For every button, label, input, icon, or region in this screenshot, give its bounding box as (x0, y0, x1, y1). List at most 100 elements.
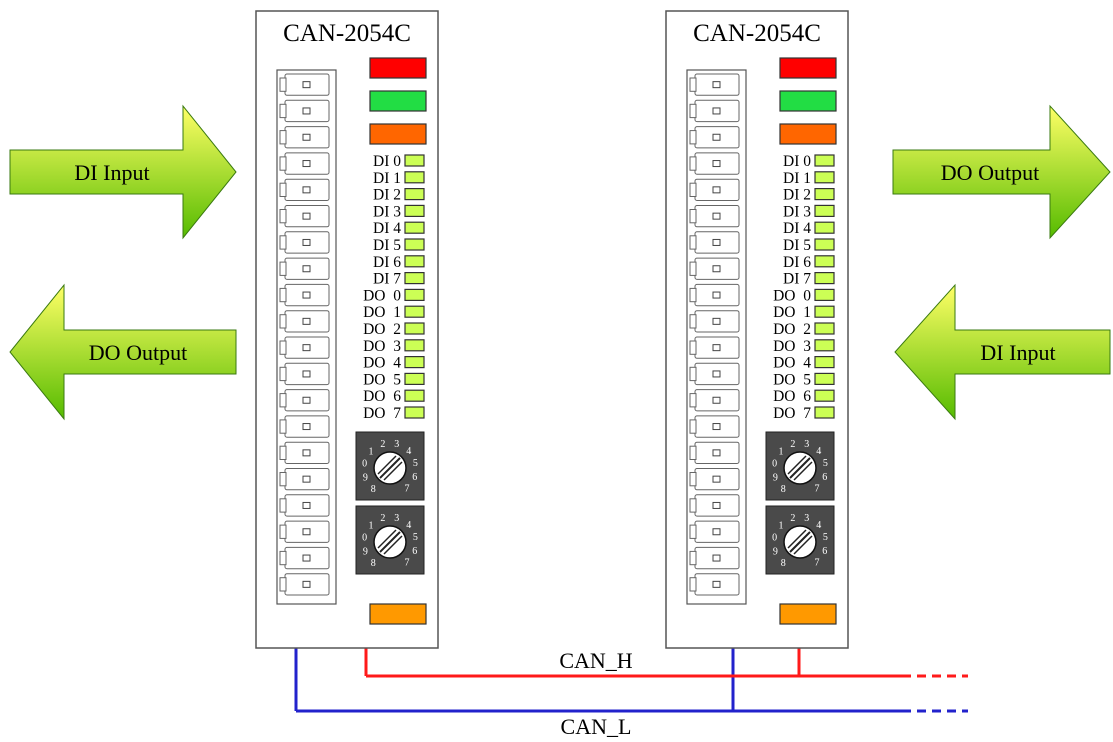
terminal-slot (689, 520, 740, 543)
io-led-label: DI 3 (373, 203, 401, 220)
error-led (369, 123, 427, 145)
arrow-di-input-right: DI Input (894, 283, 1111, 421)
terminal-slot (689, 99, 740, 123)
terminal-slot (279, 415, 330, 438)
io-led-label: DI 6 (373, 254, 401, 271)
arrow-di-input-left: DI Input (9, 104, 237, 240)
io-led (404, 339, 425, 352)
io-indicator: DI 6 (783, 254, 835, 271)
io-led (404, 305, 425, 318)
switch-digit: 7 (405, 558, 410, 569)
io-indicator: DI 0 (373, 153, 425, 170)
run-led (369, 90, 427, 112)
terminal-slots (689, 73, 740, 596)
terminal-slots (279, 73, 330, 596)
arrow-shape (9, 283, 237, 421)
io-led (404, 171, 425, 184)
io-led (814, 154, 835, 167)
switch-digit: 2 (790, 439, 795, 450)
io-indicator: DO 1 (363, 304, 425, 321)
switch-digit: 9 (363, 546, 368, 557)
io-led (814, 356, 835, 369)
io-led (814, 372, 835, 385)
io-led-label: DI 7 (783, 271, 811, 288)
io-indicator: DI 4 (783, 220, 835, 237)
io-indicator: DO 4 (363, 355, 425, 372)
io-led-label: DO 4 (773, 355, 811, 372)
switch-digit: 6 (822, 546, 827, 557)
terminal-slot (279, 494, 330, 517)
switch-digit: 7 (815, 484, 820, 495)
error-led (779, 123, 837, 145)
switch-digit: 1 (778, 520, 783, 531)
terminal-slot (689, 178, 740, 201)
io-led-label: DI 3 (783, 203, 811, 220)
terminal-slot (279, 546, 330, 570)
io-led-label: DO 3 (363, 338, 401, 355)
io-led (404, 255, 425, 268)
io-led (814, 406, 835, 419)
terminal-slot (279, 362, 330, 386)
io-indicator: DO 4 (773, 355, 835, 372)
io-led-label: DO 1 (363, 304, 401, 321)
terminal-slot (689, 126, 740, 149)
io-led (814, 339, 835, 352)
io-led-label: DO 5 (773, 371, 811, 388)
terminal-slot (279, 73, 330, 96)
io-indicator: DI 2 (373, 187, 425, 204)
io-indicator: DI 6 (373, 254, 425, 271)
io-led-label: DO 2 (363, 321, 401, 338)
can-bus: CAN_H CAN_L (294, 648, 968, 739)
status-led-bottom (779, 603, 837, 625)
io-led-label: DI 0 (373, 153, 401, 170)
terminal-slot (279, 231, 330, 254)
power-led (369, 57, 427, 79)
switch-digit: 0 (362, 533, 367, 544)
switch-digit: 0 (772, 533, 777, 544)
io-led-label: DO 6 (773, 388, 811, 405)
terminal-slot (689, 573, 740, 596)
io-led (404, 204, 425, 217)
can-h-label: CAN_H (559, 648, 632, 673)
arrow-shape (9, 104, 237, 240)
io-led-label: DO 7 (363, 405, 401, 422)
io-led-label: DO 1 (773, 304, 811, 321)
arrow-do-output-right: DO Output (892, 104, 1111, 240)
module-title: CAN-2054C (693, 20, 821, 47)
io-led (814, 305, 835, 318)
terminal-slot (279, 283, 330, 307)
switch-digit: 4 (406, 446, 411, 457)
run-led (779, 90, 837, 112)
io-led (404, 406, 425, 419)
switch-digit: 5 (823, 532, 828, 543)
switch-digit: 1 (778, 446, 783, 457)
switch-digit: 9 (363, 472, 368, 483)
terminal-slot (279, 178, 330, 201)
switch-digit: 2 (790, 513, 795, 524)
terminal-slot (689, 310, 740, 333)
io-led (404, 389, 425, 402)
terminal-slot (279, 573, 330, 596)
io-indicator: DO 2 (773, 321, 835, 338)
io-led (814, 272, 835, 285)
switch-digit: 2 (380, 513, 385, 524)
io-led-label: DI 1 (373, 170, 401, 187)
terminal-slot (689, 73, 740, 96)
io-led (404, 322, 425, 335)
switch-digit: 5 (413, 458, 418, 469)
terminal-slot (279, 389, 330, 412)
switch-digit: 3 (394, 513, 399, 524)
io-led (814, 322, 835, 335)
terminal-slot (279, 205, 330, 228)
io-led-label: DO 6 (363, 388, 401, 405)
io-indicator: DO 7 (773, 405, 835, 422)
switch-digit: 8 (371, 484, 376, 495)
terminal-slot (279, 468, 330, 491)
terminal-slot (689, 283, 740, 307)
